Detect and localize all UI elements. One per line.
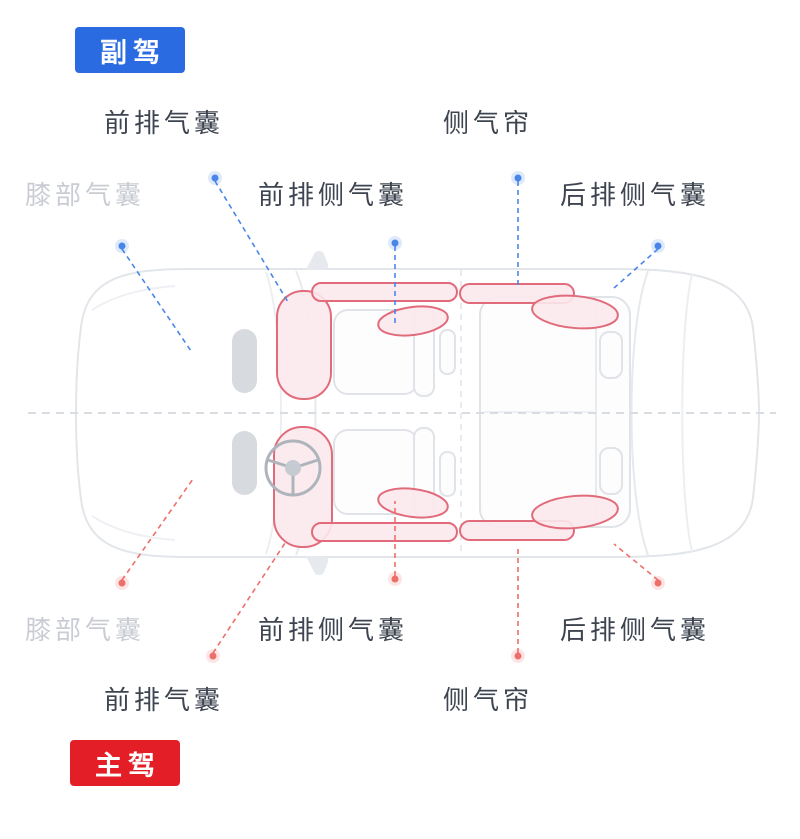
dot-bottom-side-curtain bbox=[511, 649, 525, 663]
rear-deck-arc bbox=[681, 273, 693, 553]
dot-bottom-front-side-airbag bbox=[388, 572, 402, 586]
label-bottom-rear-side-airbag: 后排侧气囊 bbox=[560, 616, 711, 646]
mirror-bottom-icon bbox=[306, 556, 329, 575]
dot-top-side-curtain bbox=[511, 171, 525, 185]
rear-side-airbag-bottom-shape bbox=[531, 494, 619, 530]
rear-headrest-top bbox=[599, 331, 623, 379]
leader-top-rear-side-airbag bbox=[613, 248, 659, 289]
label-top-side-curtain: 侧气帘 bbox=[443, 109, 534, 139]
front-passenger-headrest bbox=[439, 329, 456, 375]
leader-bottom-front-airbag bbox=[212, 539, 288, 654]
passenger-leader-lines bbox=[121, 180, 659, 352]
steering-wheel-hub bbox=[285, 460, 301, 476]
label-top-front-airbag: 前排气囊 bbox=[104, 109, 225, 139]
leader-top-knee-airbag bbox=[121, 248, 192, 352]
rear-side-airbag-top-shape bbox=[531, 294, 619, 330]
leader-top-front-airbag bbox=[214, 180, 289, 303]
label-top-front-side-airbag: 前排侧气囊 bbox=[258, 181, 409, 211]
passenger-front-airbag-shape bbox=[276, 290, 332, 400]
dot-bottom-knee-airbag bbox=[115, 576, 129, 590]
dot-bottom-rear-side-airbag bbox=[651, 576, 665, 590]
passenger-leader-dots bbox=[115, 171, 665, 253]
label-bottom-front-side-airbag: 前排侧气囊 bbox=[258, 616, 409, 646]
hood-line-bottom bbox=[91, 515, 176, 541]
driver-headrest bbox=[439, 451, 456, 497]
dot-bottom-front-airbag bbox=[206, 649, 220, 663]
knee-airbag-driver-shape bbox=[232, 431, 257, 495]
label-bottom-knee-airbag: 膝部气囊 bbox=[25, 616, 146, 646]
knee-airbag-passenger-shape bbox=[232, 329, 257, 393]
label-top-rear-side-airbag: 后排侧气囊 bbox=[560, 181, 711, 211]
dot-top-front-airbag bbox=[208, 171, 222, 185]
driver-leader-lines bbox=[121, 478, 659, 654]
leader-bottom-knee-airbag bbox=[121, 478, 194, 581]
label-top-knee-airbag: 膝部气囊 bbox=[25, 181, 146, 211]
rear-headrest-bottom bbox=[599, 447, 623, 495]
airbag-highlights bbox=[273, 282, 619, 548]
dot-top-front-side-airbag bbox=[388, 236, 402, 250]
label-bottom-front-airbag: 前排气囊 bbox=[104, 686, 225, 716]
mirror-top-icon bbox=[306, 251, 329, 270]
dot-top-rear-side-airbag bbox=[651, 239, 665, 253]
passenger-side-badge[interactable]: 副驾 bbox=[75, 27, 185, 73]
driver-leader-dots bbox=[115, 572, 665, 663]
driver-side-badge[interactable]: 主驾 bbox=[70, 740, 180, 786]
side-curtain-top-front-shape bbox=[311, 282, 458, 302]
dot-top-knee-airbag bbox=[115, 239, 129, 253]
label-bottom-side-curtain: 侧气帘 bbox=[443, 686, 534, 716]
knee-airbag-positions bbox=[232, 329, 257, 495]
side-curtain-bottom-front-shape bbox=[311, 522, 458, 542]
hood-line-top bbox=[91, 285, 176, 311]
leader-bottom-rear-side-airbag bbox=[613, 543, 659, 581]
steering-wheel-icon bbox=[264, 439, 322, 497]
